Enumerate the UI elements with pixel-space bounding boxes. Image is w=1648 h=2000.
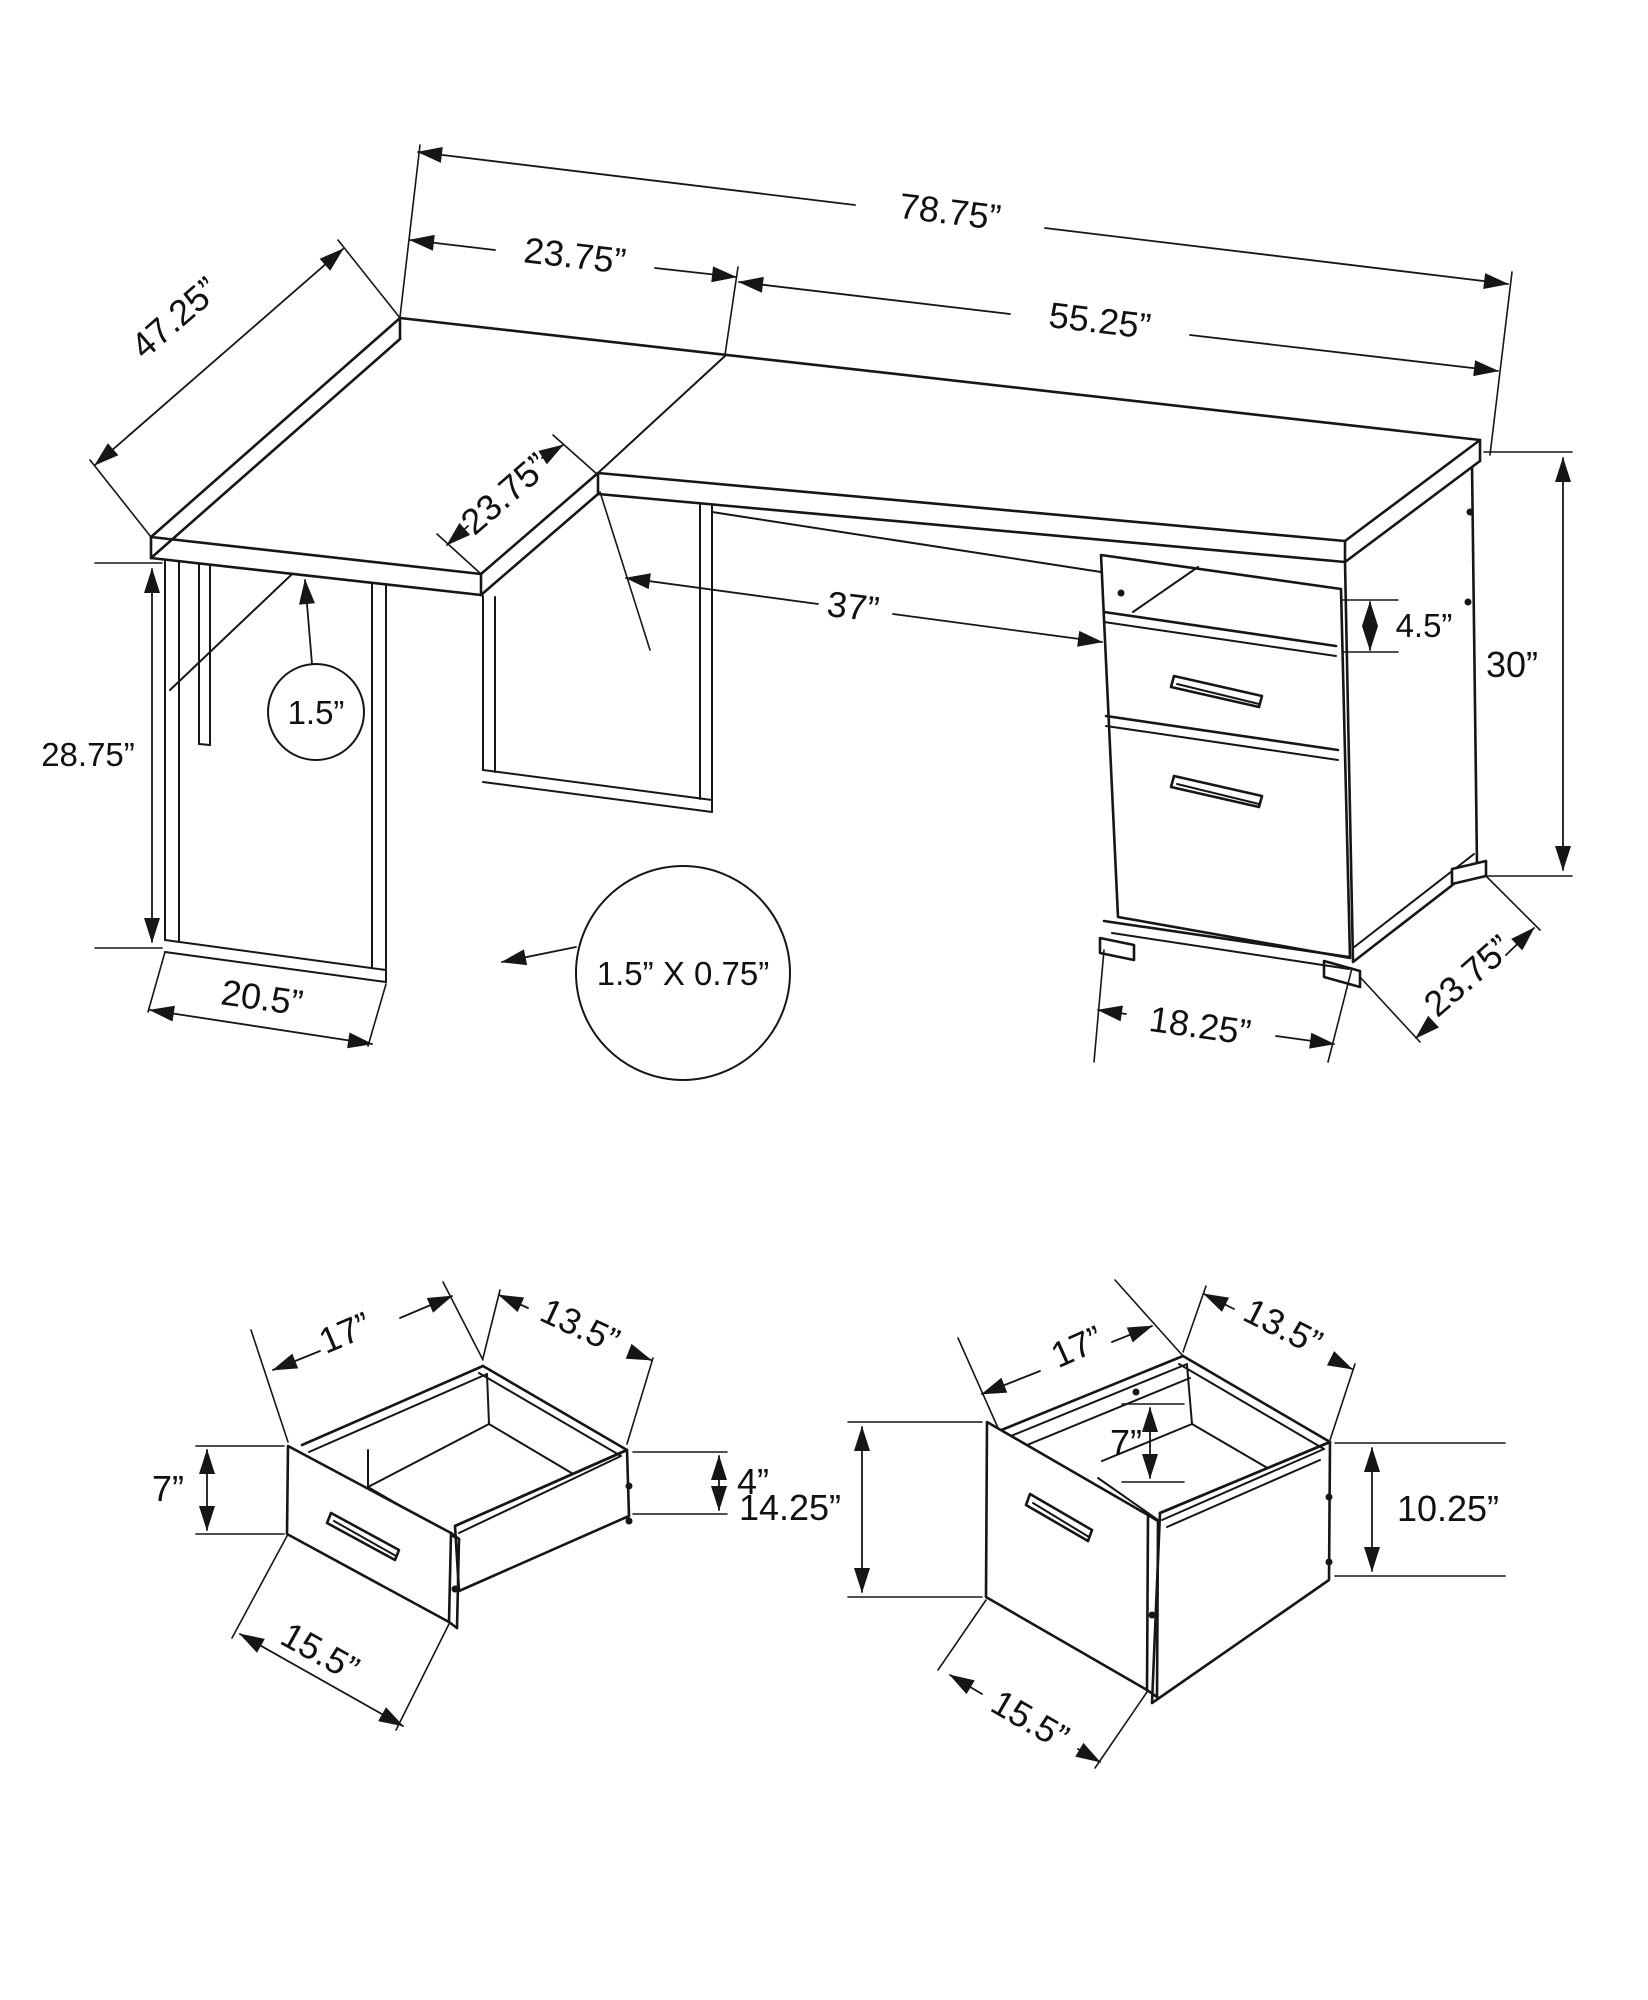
- support-rail: [711, 511, 1102, 573]
- leg-tube-callout: [501, 865, 791, 1081]
- screw-dot: [1464, 598, 1472, 606]
- dim-desk-return-width: 23.75”: [522, 229, 628, 281]
- cabinet-foot: [1098, 936, 1136, 962]
- dim-file-drawer-front-height: 14.25”: [739, 1487, 841, 1528]
- small-drawer-diagram: 17” 13.5” 7” 4” 15.5”: [152, 1281, 769, 1731]
- dim-small-drawer-width: 13.5”: [534, 1290, 626, 1362]
- dim-desk-main-width: 55.25”: [1047, 294, 1153, 347]
- dim-small-drawer-front-width: 15.5”: [274, 1614, 366, 1690]
- left-leg-frame: [164, 559, 387, 983]
- file-drawer-diagram: 17” 13.5” 7” 14.25” 10.25” 15.5”: [739, 1279, 1506, 1769]
- dim-file-drawer-depth: 17”: [1045, 1317, 1109, 1376]
- dim-desk-return-length: 47.25”: [123, 269, 227, 367]
- screw-dot: [1325, 1558, 1333, 1566]
- dim-desk-depth: 23.75”: [1416, 927, 1520, 1025]
- screw-dot: [1132, 1388, 1140, 1396]
- screw-dot: [625, 1517, 633, 1525]
- dim-desk-height-left: 28.75”: [41, 736, 135, 773]
- top-thickness-callout: [267, 579, 365, 761]
- middle-leg-frame: [482, 504, 713, 813]
- dim-desk-leg-tube: 1.5” X 0.75”: [597, 955, 769, 992]
- dim-desk-top-thickness: 1.5”: [288, 694, 345, 731]
- small-drawer-handle: [325, 1511, 401, 1562]
- dim-desk-overall-width: 78.75”: [897, 185, 1003, 238]
- dim-small-drawer-box-height: 4”: [737, 1461, 769, 1502]
- dim-desk-cabinet-width: 18.25”: [1147, 998, 1254, 1053]
- screw-dot: [1466, 508, 1474, 516]
- top-seam: [597, 355, 726, 474]
- screw-dot: [1325, 1493, 1333, 1501]
- screw-dot: [1117, 589, 1125, 597]
- dim-file-drawer-inner-height: 7”: [1110, 1422, 1142, 1463]
- dim-desk-shelf-height: 4.5”: [1396, 607, 1453, 644]
- cabinet-bottom-edge: [1102, 919, 1351, 959]
- desk-top: [149, 316, 1482, 597]
- screw-dot: [625, 1482, 633, 1490]
- screw-dot: [1148, 1611, 1156, 1619]
- drawer-handle-top: [1169, 674, 1264, 709]
- panel-front-foot: [1322, 959, 1362, 989]
- dim-small-drawer-depth: 17”: [313, 1304, 377, 1362]
- screw-dot: [451, 1585, 459, 1593]
- drawer-handle-bottom: [1169, 774, 1264, 809]
- dim-desk-leg-width: 20.5”: [219, 971, 306, 1023]
- dim-small-drawer-front-height: 7”: [152, 1468, 184, 1509]
- dim-desk-knee-width: 37”: [825, 583, 882, 630]
- drawer-cabinet: [1098, 553, 1352, 970]
- desk-dimensions: [89, 144, 1573, 1081]
- dim-file-drawer-width: 13.5”: [1237, 1290, 1329, 1364]
- dim-desk-height-right: 30”: [1486, 644, 1538, 685]
- shelf-front-edge: [1102, 610, 1338, 648]
- dim-file-drawer-front-width: 15.5”: [984, 1681, 1076, 1758]
- drawer-divider: [1104, 714, 1340, 752]
- shelf-back-corner: [1132, 566, 1199, 613]
- under-desk-structure: [164, 504, 1102, 983]
- dim-file-drawer-box-height: 10.25”: [1397, 1488, 1499, 1529]
- file-drawer-handle: [1024, 1492, 1094, 1543]
